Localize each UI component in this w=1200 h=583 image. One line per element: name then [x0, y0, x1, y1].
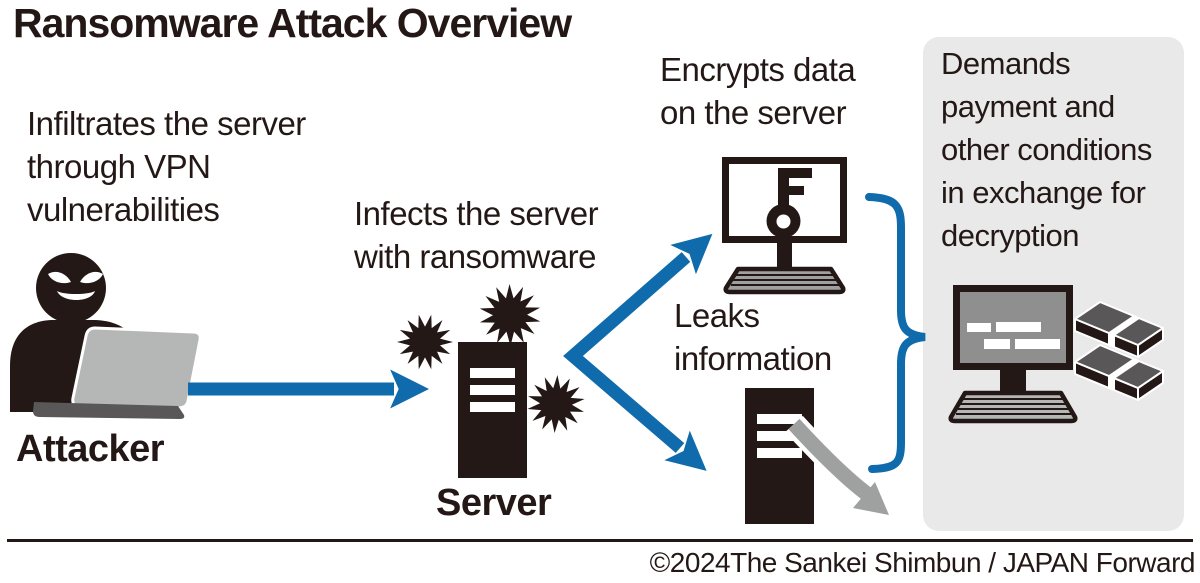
computer-stand — [1000, 370, 1026, 393]
attacker-grin — [57, 291, 95, 300]
monitor-with-key-icon — [722, 157, 847, 295]
hacker-with-laptop-icon — [10, 253, 202, 419]
key-icon — [766, 168, 812, 238]
infiltrate-caption: Infiltrates the server through VPN vulne… — [27, 105, 306, 229]
ransom-message-computer-icon — [948, 285, 1078, 424]
attacker-right-eye — [80, 271, 103, 284]
infect-caption: Infects the server with ransomware — [354, 195, 599, 276]
laptop-base — [33, 402, 185, 419]
data-leak-arrow — [785, 415, 892, 518]
brace-bracket — [865, 193, 926, 473]
leak-caption: Leaks information — [674, 297, 832, 378]
server-leak-icon — [745, 388, 814, 524]
laptop-lid — [71, 326, 202, 410]
demand-caption: Demands payment and other conditions in … — [941, 46, 1152, 253]
virus-icon — [473, 278, 547, 352]
keyboard — [948, 390, 1078, 424]
virus-icon — [522, 371, 590, 437]
attacker-left-eye — [48, 271, 71, 284]
attacker-head — [36, 253, 106, 323]
virus-icon — [397, 314, 453, 370]
server-tower-icon — [458, 342, 527, 478]
attacker-label: Attacker — [16, 428, 165, 470]
money-bundle — [1074, 301, 1164, 358]
page-title: Ransomware Attack Overview — [13, 0, 572, 46]
attack-branch-arrows — [563, 233, 713, 471]
server-label: Server — [436, 482, 552, 524]
footer-divider — [7, 539, 1193, 542]
copyright-credit: ©2024The Sankei Shimbun / JAPAN Forward — [649, 547, 1196, 578]
money-bundle — [1074, 344, 1164, 401]
money-stacks-icon — [1074, 301, 1164, 401]
monitor-stand — [777, 243, 792, 269]
encrypt-caption: Encrypts data on the server — [660, 51, 856, 132]
demand-panel — [923, 37, 1184, 531]
